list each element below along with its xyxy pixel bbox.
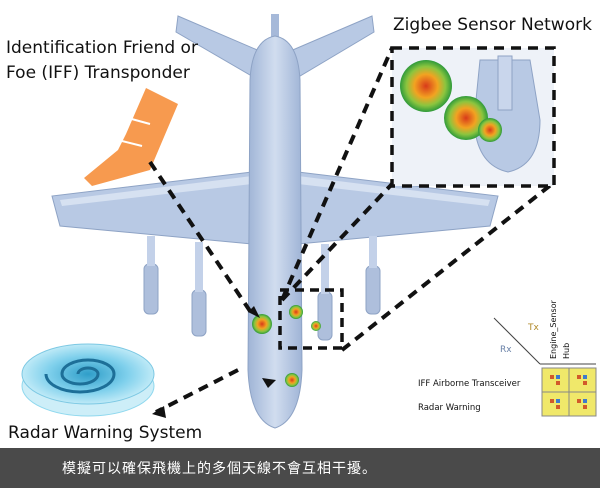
matrix-column-hub: Hub bbox=[562, 342, 571, 359]
matrix-tx-axis-label: Tx bbox=[528, 323, 539, 333]
matrix-row-iff-airborne-transceiver: IFF Airborne Transceiver bbox=[418, 379, 521, 389]
iff-transponder-icon bbox=[84, 88, 178, 186]
aircraft-illustration bbox=[51, 14, 499, 429]
caption-bar: 模擬可以確保飛機上的多個天線不會互相干擾。 bbox=[0, 448, 600, 488]
callout-lines bbox=[148, 47, 554, 414]
matrix-row-radar-warning: Radar Warning bbox=[418, 403, 481, 413]
iff-transponder-label: Identification Friend or Foe (IFF) Trans… bbox=[6, 36, 198, 86]
zigbee-sensor-network-label: Zigbee Sensor Network bbox=[393, 15, 592, 35]
interference-matrix-icon bbox=[493, 317, 597, 417]
matrix-rx-axis-label: Rx bbox=[500, 345, 512, 355]
iff-label-line-2: Foe (IFF) Transponder bbox=[6, 63, 190, 83]
zigbee-selection-box bbox=[278, 288, 344, 350]
radar-warning-system-label: Radar Warning System bbox=[8, 423, 203, 443]
antenna-pattern-icon bbox=[252, 305, 321, 387]
matrix-column-engine-sensor: Engine_Sensor bbox=[549, 300, 558, 359]
zigbee-detail-icon bbox=[390, 46, 556, 188]
engine-pods bbox=[143, 236, 381, 341]
iff-label-line-1: Identification Friend or bbox=[6, 38, 198, 58]
caption-text: 模擬可以確保飛機上的多個天線不會互相干擾。 bbox=[62, 461, 377, 477]
radar-disc-icon bbox=[21, 343, 155, 417]
